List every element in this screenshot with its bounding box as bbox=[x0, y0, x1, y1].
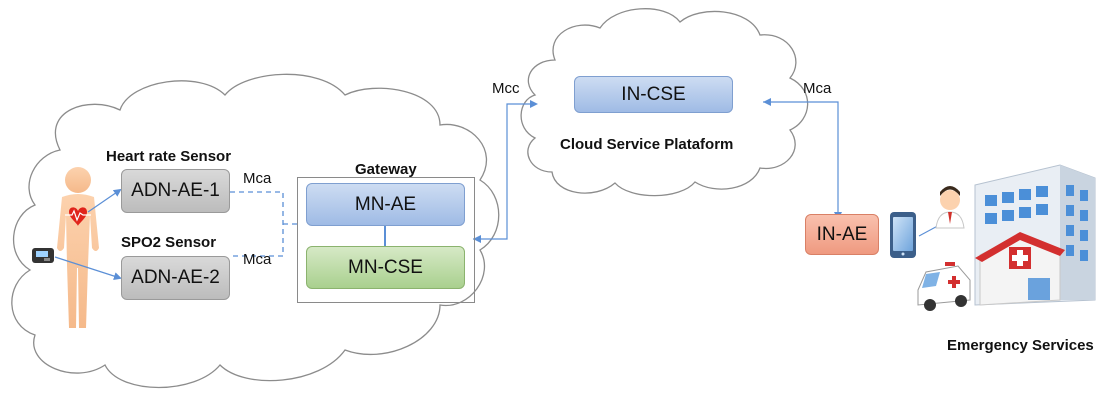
mca-link-label-bottom: Mca bbox=[243, 251, 272, 268]
spo2-sensor-label: SPO2 Sensor bbox=[121, 234, 217, 251]
in-ae-node: IN-AE bbox=[805, 214, 879, 255]
heart-rate-sensor-label: Heart rate Sensor bbox=[106, 148, 232, 165]
mca-link-label-top: Mca bbox=[243, 170, 272, 187]
human-body-icon bbox=[57, 167, 99, 328]
gateway-frame bbox=[297, 177, 475, 303]
mn-cse-node: MN-CSE bbox=[306, 246, 465, 289]
mn-ae-node: MN-AE bbox=[306, 183, 465, 226]
smartphone-icon bbox=[890, 212, 916, 258]
local-cloud-icon bbox=[11, 73, 500, 389]
heart-icon bbox=[65, 207, 91, 226]
in-cse-node: IN-CSE bbox=[574, 76, 733, 113]
gateway-label: Gateway bbox=[355, 161, 417, 178]
ambulance-icon bbox=[917, 262, 971, 311]
doctor-icon bbox=[935, 186, 965, 229]
pulse-oximeter-icon bbox=[32, 248, 54, 263]
cloud-service-platform-label: Cloud Service Plataform bbox=[560, 136, 734, 153]
adn-ae-1-node: ADN-AE-1 bbox=[121, 169, 230, 213]
adn-ae-2-node: ADN-AE-2 bbox=[121, 256, 230, 300]
mca-link-label-right: Mca bbox=[803, 80, 832, 97]
mcc-link-label: Mcc bbox=[492, 80, 520, 97]
emergency-services-label: Emergency Services bbox=[947, 337, 1094, 354]
hospital-icon bbox=[974, 164, 1096, 306]
